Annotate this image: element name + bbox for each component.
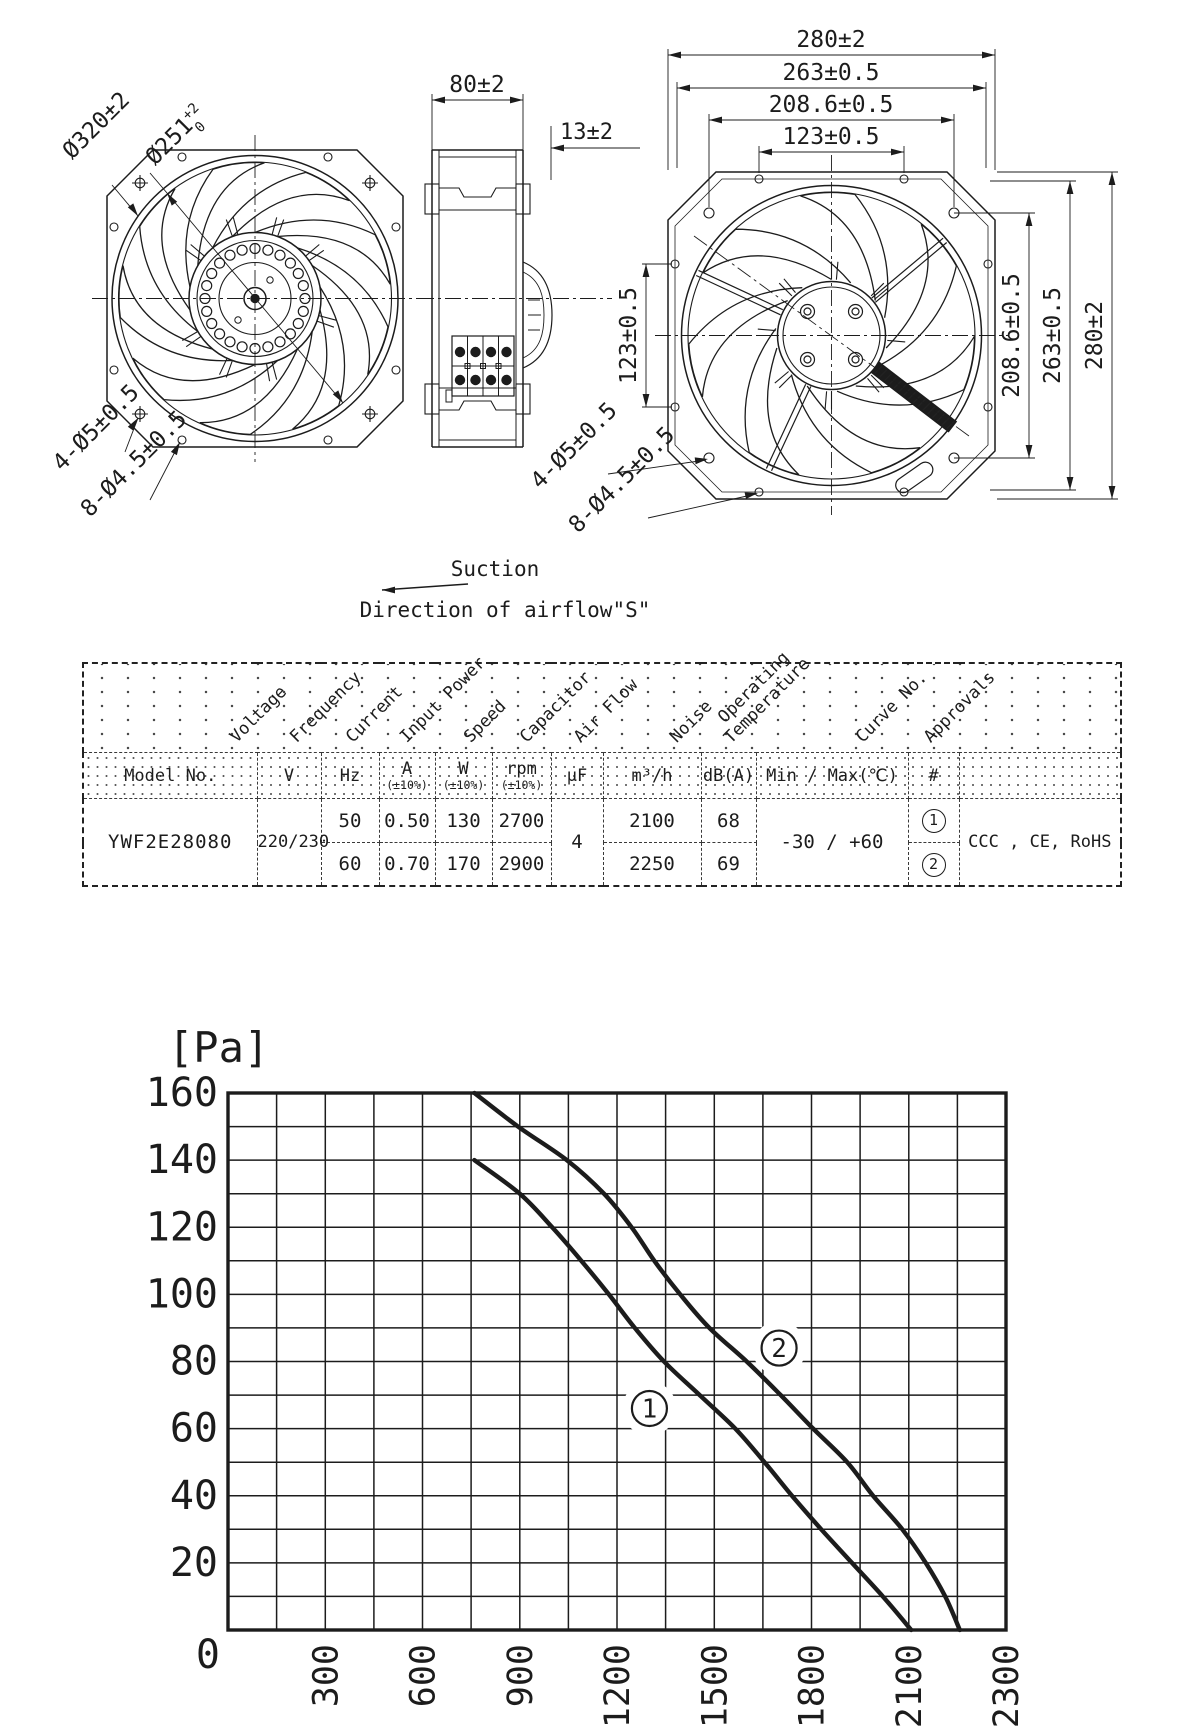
header-approvals: Approvals — [920, 667, 1000, 748]
curve-label-circle-1 — [630, 1389, 669, 1428]
rear-view-dimensions: 123±0.5 208.6±0.5 263±0.5 280±2 123±0.5 … — [526, 27, 1108, 538]
power-50: 130 — [434, 798, 493, 843]
table-units-row: Model No. V Hz A(±10%) W(±10%) rpm(±10%)… — [82, 752, 1122, 799]
curve-label-digit-1: 1 — [642, 1394, 658, 1424]
unit-airflow: m³/h — [602, 752, 702, 799]
curve-2 — [472, 1090, 962, 1633]
x-tick-1800: 1800 — [793, 1644, 833, 1728]
dim-hole-span-mid: 208.6±0.5 — [769, 92, 894, 118]
unit-frequency: Hz — [320, 752, 380, 799]
airflow-60: 2250 — [602, 842, 702, 886]
unit-noise: dB(A) — [700, 752, 757, 799]
approvals-value: CCC , CE, RoHS — [958, 798, 1122, 886]
dimension-arrowheads — [127, 51, 1116, 594]
dim-left-vertical: 123±0.5 — [616, 287, 642, 384]
x-tick-2100: 2100 — [890, 1644, 930, 1728]
technical-drawings: Ø320±2 Ø251+20 4-Ø5±0.5 8-Ø4.5±0.5 — [48, 27, 1118, 622]
noise-60: 69 — [700, 842, 757, 886]
unit-temperature: Min / Max(℃) — [755, 752, 909, 799]
table-diagonal-header-row: Voltage Frequency Current Input Power Sp… — [82, 647, 1122, 753]
unit-model: Model No. — [82, 752, 258, 799]
unit-speed: rpm(±10%) — [491, 752, 552, 799]
current-50: 0.50 — [378, 798, 436, 843]
speed-50: 2700 — [491, 798, 552, 843]
temperature-range: -30 / +60 — [755, 798, 909, 886]
frequency-50: 50 — [320, 798, 380, 843]
curve-2-symbol: 2 — [921, 852, 946, 877]
table-data-row-50hz: YWF2E28080 220/230 50 0.50 130 2700 4 21… — [82, 798, 1122, 886]
chart-gridlines — [228, 1093, 1006, 1630]
header-voltage: Voltage — [226, 682, 291, 748]
y-tick-80: 80 — [170, 1339, 218, 1385]
curve-1-cell: 1 — [907, 798, 960, 843]
suction-label: Suction — [451, 557, 540, 581]
capacitor-value: 4 — [550, 798, 604, 886]
rear-dim-lines — [642, 49, 1118, 500]
unit-capacitor: µF — [550, 752, 604, 799]
rear-mounting-holes — [670, 174, 993, 497]
y-tick-140: 140 — [146, 1137, 218, 1183]
dim-impeller-diameter: Ø251+20 — [140, 100, 215, 175]
curve-label-circle-2 — [760, 1329, 798, 1367]
curve-label-digit-2: 2 — [771, 1334, 787, 1364]
airflow-50: 2100 — [602, 798, 702, 843]
current-60: 0.70 — [378, 842, 436, 886]
unit-curve: # — [907, 752, 960, 799]
side-view-drawing — [418, 94, 640, 448]
dim-right-vertical-1: 208.6±0.5 — [999, 273, 1025, 398]
unit-voltage: V — [256, 752, 322, 799]
x-tick-300: 300 — [306, 1644, 346, 1707]
y-tick-60: 60 — [170, 1406, 218, 1452]
dim-hole-span-inner: 123±0.5 — [783, 124, 880, 150]
x-tick-900: 900 — [501, 1644, 541, 1707]
x-tick-2300: 2300 — [987, 1644, 1027, 1728]
hub-bolts — [799, 303, 864, 368]
x-tick-1200: 1200 — [598, 1644, 638, 1728]
rear-view-drawing — [607, 49, 1118, 519]
x-tick-1500: 1500 — [695, 1644, 735, 1728]
airflow-note — [381, 583, 469, 591]
origin-tick-0: 0 — [196, 1632, 220, 1678]
dim-outer-diameter: Ø320±2 — [58, 87, 135, 164]
y-tick-20: 20 — [170, 1540, 218, 1586]
header-curve-no: Curve No. — [852, 667, 932, 748]
noise-50: 68 — [700, 798, 757, 843]
header-speed: Speed — [460, 696, 511, 748]
dim-right-vertical-3: 280±2 — [1082, 301, 1108, 370]
unit-approvals — [958, 752, 1122, 799]
dim-frame-overall: 280±2 — [796, 27, 865, 53]
table-data-row-60hz: 60 0.70 170 2900 2250 69 2 — [83, 842, 1121, 886]
unit-current: A(±10%) — [378, 752, 436, 799]
performance-chart: [Pa] 20 40 60 80 100 120 140 160 0 300 600 900 1200 15… — [146, 1023, 1027, 1728]
dim-depth: 80±2 — [449, 72, 504, 98]
dim-right-vertical-2: 263±0.5 — [1040, 287, 1066, 384]
curve-1-symbol: 1 — [921, 809, 946, 833]
power-60: 170 — [434, 842, 493, 886]
unit-power: W(±10%) — [434, 752, 493, 799]
dim-frame-span: 263±0.5 — [783, 60, 880, 86]
frequency-60: 60 — [320, 842, 380, 886]
curve-2-cell: 2 — [907, 842, 960, 886]
dim-flange-offset: 13±2 — [560, 120, 613, 145]
model-number: YWF2E28080 — [82, 798, 258, 886]
motor-struts — [695, 237, 948, 472]
chart-y-axis-unit: [Pa] — [168, 1023, 269, 1072]
y-tick-160: 160 — [146, 1070, 218, 1116]
y-tick-40: 40 — [170, 1473, 218, 1519]
front-view-drawing — [92, 135, 418, 501]
x-tick-600: 600 — [404, 1644, 444, 1707]
y-tick-120: 120 — [146, 1204, 218, 1250]
front-mounting-holes — [109, 152, 401, 445]
y-tick-100: 100 — [146, 1271, 218, 1317]
speed-60: 2900 — [491, 842, 552, 886]
voltage-value: 220/230 — [256, 798, 329, 886]
curve-1 — [472, 1157, 914, 1633]
terminal-block — [445, 335, 515, 403]
front-view-dimensions: Ø320±2 Ø251+20 4-Ø5±0.5 8-Ø4.5±0.5 — [48, 87, 215, 522]
chart-frame — [226, 1091, 1008, 1632]
airflow-direction-label: Direction of airflow"S" — [360, 598, 651, 622]
spec-table: Voltage Frequency Current Input Power Sp… — [82, 647, 1123, 887]
side-view-dimensions: 80±2 13±2 — [449, 72, 613, 145]
